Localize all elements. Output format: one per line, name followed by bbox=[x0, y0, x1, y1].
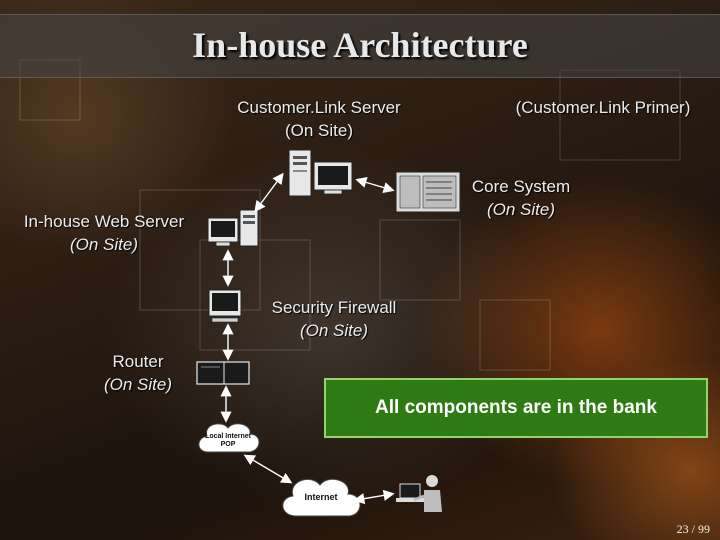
connections bbox=[220, 172, 395, 505]
web-server-name: In-house Web Server bbox=[23, 212, 185, 231]
core-system-name: Core System bbox=[471, 177, 571, 196]
pop-cloud-icon bbox=[198, 423, 260, 453]
web-server-icon bbox=[207, 209, 259, 247]
router-name: Router bbox=[112, 352, 164, 371]
router-location: (On Site) bbox=[103, 375, 173, 394]
pop-label-line1: Local Internet bbox=[205, 433, 252, 440]
core-system-icon bbox=[395, 171, 461, 213]
link-internet-to-user bbox=[353, 489, 395, 505]
customerlink-server-name: Customer.Link Server bbox=[237, 98, 401, 117]
link-pop-to-internet bbox=[243, 454, 293, 484]
web-server-label: In-house Web Server (On Site) bbox=[4, 210, 204, 256]
pop-label-line2: POP bbox=[221, 441, 236, 448]
user-laptop-icon bbox=[396, 475, 442, 512]
core-system-label: Core System (On Site) bbox=[456, 175, 586, 221]
router-icon bbox=[196, 361, 250, 385]
internet-label: Internet bbox=[304, 492, 337, 502]
customerlink-server-icon bbox=[288, 149, 353, 197]
title-bar bbox=[0, 14, 720, 78]
link-customerlink-to-core bbox=[355, 176, 395, 194]
core-system-location: (On Site) bbox=[486, 200, 556, 219]
customerlink-server-label: Customer.Link Server (On Site) bbox=[212, 96, 426, 142]
web-server-location: (On Site) bbox=[69, 235, 139, 254]
slide-title: In-house Architecture bbox=[192, 25, 528, 65]
page-number: 23 / 99 bbox=[676, 522, 710, 536]
components-callout: All components are in the bank bbox=[324, 378, 708, 438]
customerlink-server-location: (On Site) bbox=[284, 121, 354, 140]
firewall-location: (On Site) bbox=[299, 321, 369, 340]
firewall-icon bbox=[208, 289, 242, 323]
link-web-to-customerlink bbox=[254, 172, 284, 213]
router-label: Router (On Site) bbox=[88, 350, 188, 396]
firewall-label: Security Firewall (On Site) bbox=[254, 296, 414, 342]
firewall-name: Security Firewall bbox=[271, 298, 397, 317]
customerlink-primer-label: (Customer.Link Primer) bbox=[515, 98, 691, 117]
